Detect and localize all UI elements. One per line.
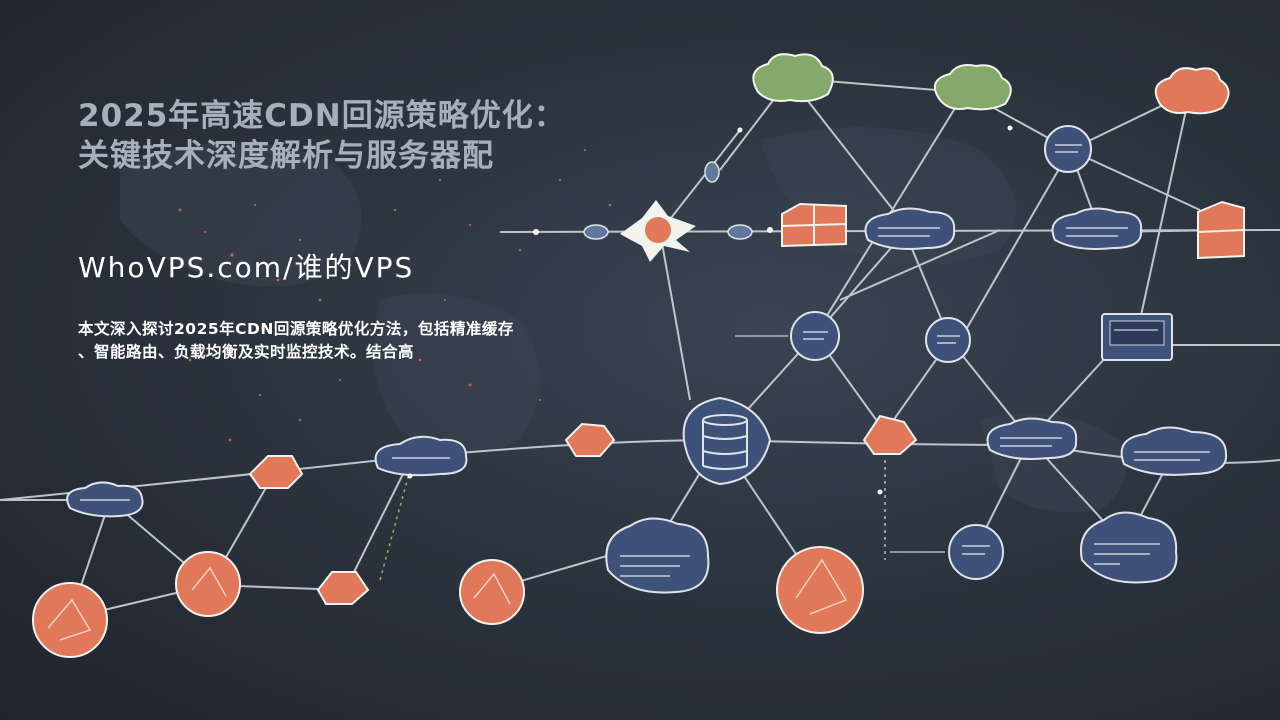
green-cloud-nodes xyxy=(752,53,1012,111)
particle-dots xyxy=(148,148,612,442)
navy-circle-marks xyxy=(803,144,1082,555)
droplet-markers xyxy=(583,161,753,240)
navy-cloud-marks xyxy=(80,227,1210,577)
article-summary: 本文深入探讨2025年CDN回源策略优化方法，包括精准缓存 、智能路由、负载均衡… xyxy=(78,318,658,364)
orange-box-nodes xyxy=(781,200,1245,260)
orange-cloud-node xyxy=(1154,67,1230,115)
article-title-line-1: 2025年高速CDN回源策略优化： xyxy=(78,98,566,134)
orange-circle-marks xyxy=(47,558,848,641)
article-summary-line-1: 本文深入探讨2025年CDN回源策略优化方法，包括精准缓存 xyxy=(78,320,514,338)
article-summary-line-2: 、智能路由、负载均衡及实时监控技术。结合高 xyxy=(78,343,415,361)
article-title-line-2: 关键技术深度解析与服务器配 xyxy=(78,138,494,174)
tiny-markers xyxy=(735,335,945,553)
navy-cloud-nodes xyxy=(66,207,1228,594)
site-name: WhoVPS.com/谁的VPS xyxy=(78,251,415,284)
dashed-links xyxy=(379,460,886,581)
junction-dots xyxy=(407,125,1013,495)
monitor-node xyxy=(1101,313,1173,361)
navy-circle-nodes xyxy=(790,125,1092,580)
database-hub xyxy=(682,396,772,486)
orange-circle-nodes xyxy=(32,546,864,658)
orange-gem-nodes xyxy=(248,414,918,605)
article-title: 2025年高速CDN回源策略优化： 关键技术深度解析与服务器配 xyxy=(78,96,638,176)
hub-star-node xyxy=(620,200,696,262)
